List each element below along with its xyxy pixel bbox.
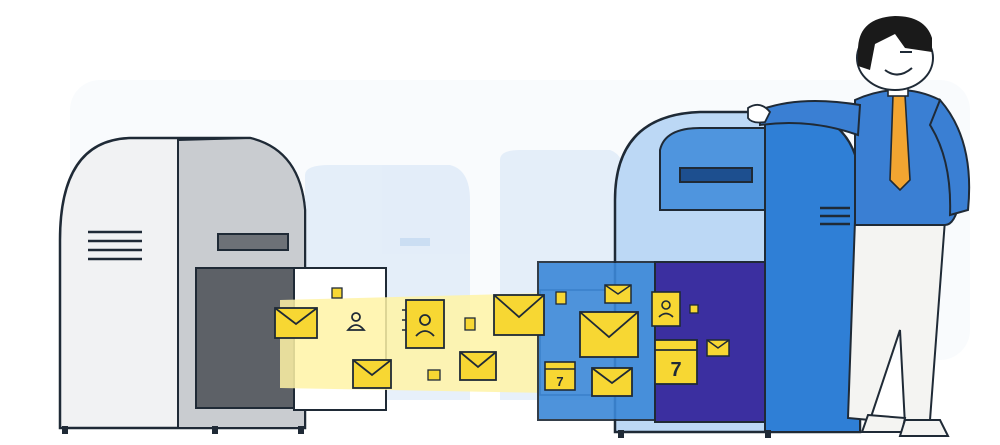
man-leaning bbox=[747, 16, 971, 437]
envelope-icon bbox=[706, 339, 730, 357]
envelope-icon bbox=[493, 294, 545, 336]
envelope-icon bbox=[274, 307, 318, 339]
calendar-day: 7 bbox=[556, 374, 563, 389]
person-icon bbox=[346, 312, 366, 331]
contact-card-icon bbox=[402, 299, 445, 349]
gray-mailbox-vents bbox=[88, 230, 142, 261]
blue-mailbox-slot bbox=[679, 167, 753, 183]
flying-items: 7 7 bbox=[274, 284, 730, 397]
contact-card-icon bbox=[651, 291, 681, 327]
calendar-day: 7 bbox=[670, 359, 681, 381]
calendar-icon: 7 bbox=[544, 361, 576, 391]
man-pants bbox=[846, 219, 947, 427]
blue-mailbox-side bbox=[764, 110, 861, 433]
blue-mailbox-vents bbox=[820, 206, 850, 226]
envelope-icon bbox=[459, 351, 497, 381]
gray-mailbox-slot bbox=[217, 233, 289, 251]
envelope-icon bbox=[591, 367, 633, 397]
man-arm bbox=[759, 100, 862, 137]
envelope-icon bbox=[352, 359, 392, 389]
calendar-icon: 7 bbox=[654, 339, 698, 385]
envelope-icon bbox=[604, 284, 632, 304]
man-hair bbox=[858, 16, 932, 70]
envelope-icon bbox=[579, 311, 639, 358]
